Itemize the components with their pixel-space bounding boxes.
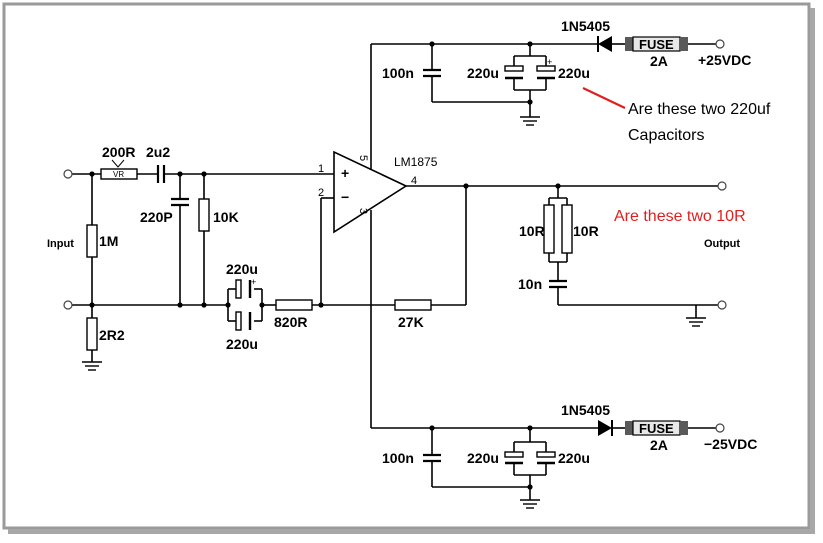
diode-bottom-icon[interactable] [598,420,613,436]
resistor-2r2[interactable] [86,317,98,351]
border-shadow-right [810,8,815,532]
capacitor-220p[interactable] [171,197,189,207]
junction-dot [259,302,265,308]
label-220u-top-left: 220u [467,65,499,81]
pin-2: 2 [318,187,324,199]
label-200r: 200R [102,144,135,160]
label-100n-top: 100n [382,65,414,81]
label-fuse-bottom-rating: 2A [650,437,668,453]
vr-label: VR [113,170,124,179]
annotation-caps-line1: Are these two 220uf [628,101,771,118]
junction-dot [429,425,435,431]
opamp-label: LM1875 [394,155,438,169]
fuse-top-label: FUSE [639,37,674,52]
pin-3: 3 [357,208,369,214]
pin-5: 5 [357,155,369,161]
supply-terminal-negative[interactable] [715,423,725,433]
annotation-pointer [582,87,626,109]
capacitor-pair-220u-top[interactable] [504,55,556,91]
top-supply-wires [370,43,716,170]
ground-icon [82,361,102,371]
junction-dot [527,484,533,490]
input-terminal-top[interactable] [63,169,73,179]
resistor-10r-left[interactable] [543,204,555,254]
pin-1: 1 [318,163,324,175]
label-1m: 1M [99,233,118,249]
label-220p: 220P [140,209,173,225]
capacitor-100n-bottom[interactable] [423,453,441,463]
fuse-top[interactable]: FUSE [625,36,688,52]
label-100n-bottom: 100n [382,450,414,466]
capacitor-220u-lower[interactable] [235,311,252,331]
junction-dot [463,183,469,189]
input-terminal-bottom[interactable] [63,300,73,310]
label-supply-negative: −25VDC [704,436,757,452]
label-820r: 820R [274,314,307,330]
zobel-network [548,186,720,318]
label-220u-a: 220u [226,261,258,277]
supply-terminal-positive[interactable] [715,39,725,49]
junction-dot [429,41,435,47]
resistor-1m[interactable] [86,224,98,258]
junction-dot [89,171,95,177]
label-diode-bottom: 1N5405 [561,402,610,418]
capacitor-220u-upper[interactable]: + [235,277,256,299]
label-220u-bottom-right: 220u [558,450,590,466]
junction-dot [527,99,533,105]
opamp-lm1875[interactable] [333,150,408,234]
border-shadow-bottom [8,529,815,534]
junction-dot [225,302,231,308]
junction-dot [201,302,207,308]
capacitor-10n[interactable] [549,279,567,289]
output-terminal-bottom[interactable] [717,300,727,310]
junction-dot [177,302,183,308]
junction-dot [177,171,183,177]
diode-top-icon[interactable] [597,36,612,52]
junction-dot [89,302,95,308]
label-10n: 10n [518,276,542,292]
input-wires [68,173,334,362]
resistor-820r[interactable] [275,299,313,311]
pin-4: 4 [411,175,417,187]
fuse-bottom[interactable]: FUSE [625,420,688,436]
ground-icon [686,317,706,327]
label-10k: 10K [213,209,239,225]
capacitor-100n-top[interactable] [423,68,441,78]
annotation-caps-line2: Capacitors [628,127,704,144]
resistor-27k[interactable] [394,299,432,311]
junction-dot [527,425,533,431]
resistor-200r[interactable]: VR [100,159,138,180]
ground-icon [520,116,540,126]
resistor-10k[interactable] [198,198,210,232]
junction-dot [201,171,207,177]
resistor-10r-right[interactable] [561,204,573,254]
label-220u-top-right: 220u [558,65,590,81]
output-terminal-top[interactable] [717,181,727,191]
polarity-plus-icon: + [251,277,256,287]
outer-border [2,2,811,530]
label-10r-a: 10R [519,223,545,239]
label-diode-top: 1N5405 [561,18,610,34]
fuse-bottom-label: FUSE [639,421,674,436]
capacitor-pair-220u-bottom[interactable] [504,441,556,476]
label-10r-b: 10R [573,223,599,239]
label-220u-b: 220u [226,336,258,352]
junction-dot [527,41,533,47]
capacitor-2u2[interactable] [156,165,166,183]
label-2u2: 2u2 [146,144,170,160]
opamp-minus-sign: − [341,189,349,205]
label-27k: 27K [398,314,424,330]
polarity-plus-icon: + [547,57,552,67]
label-220u-bottom-left: 220u [467,450,499,466]
label-fuse-top-rating: 2A [650,53,668,69]
input-label: Input [47,238,74,250]
annotation-10r: Are these two 10R [614,208,746,225]
output-label: Output [704,238,740,250]
label-2r2: 2R2 [99,327,125,343]
label-supply-positive: +25VDC [698,52,751,68]
opamp-plus-sign: + [341,165,349,181]
ground-icon [520,499,540,509]
